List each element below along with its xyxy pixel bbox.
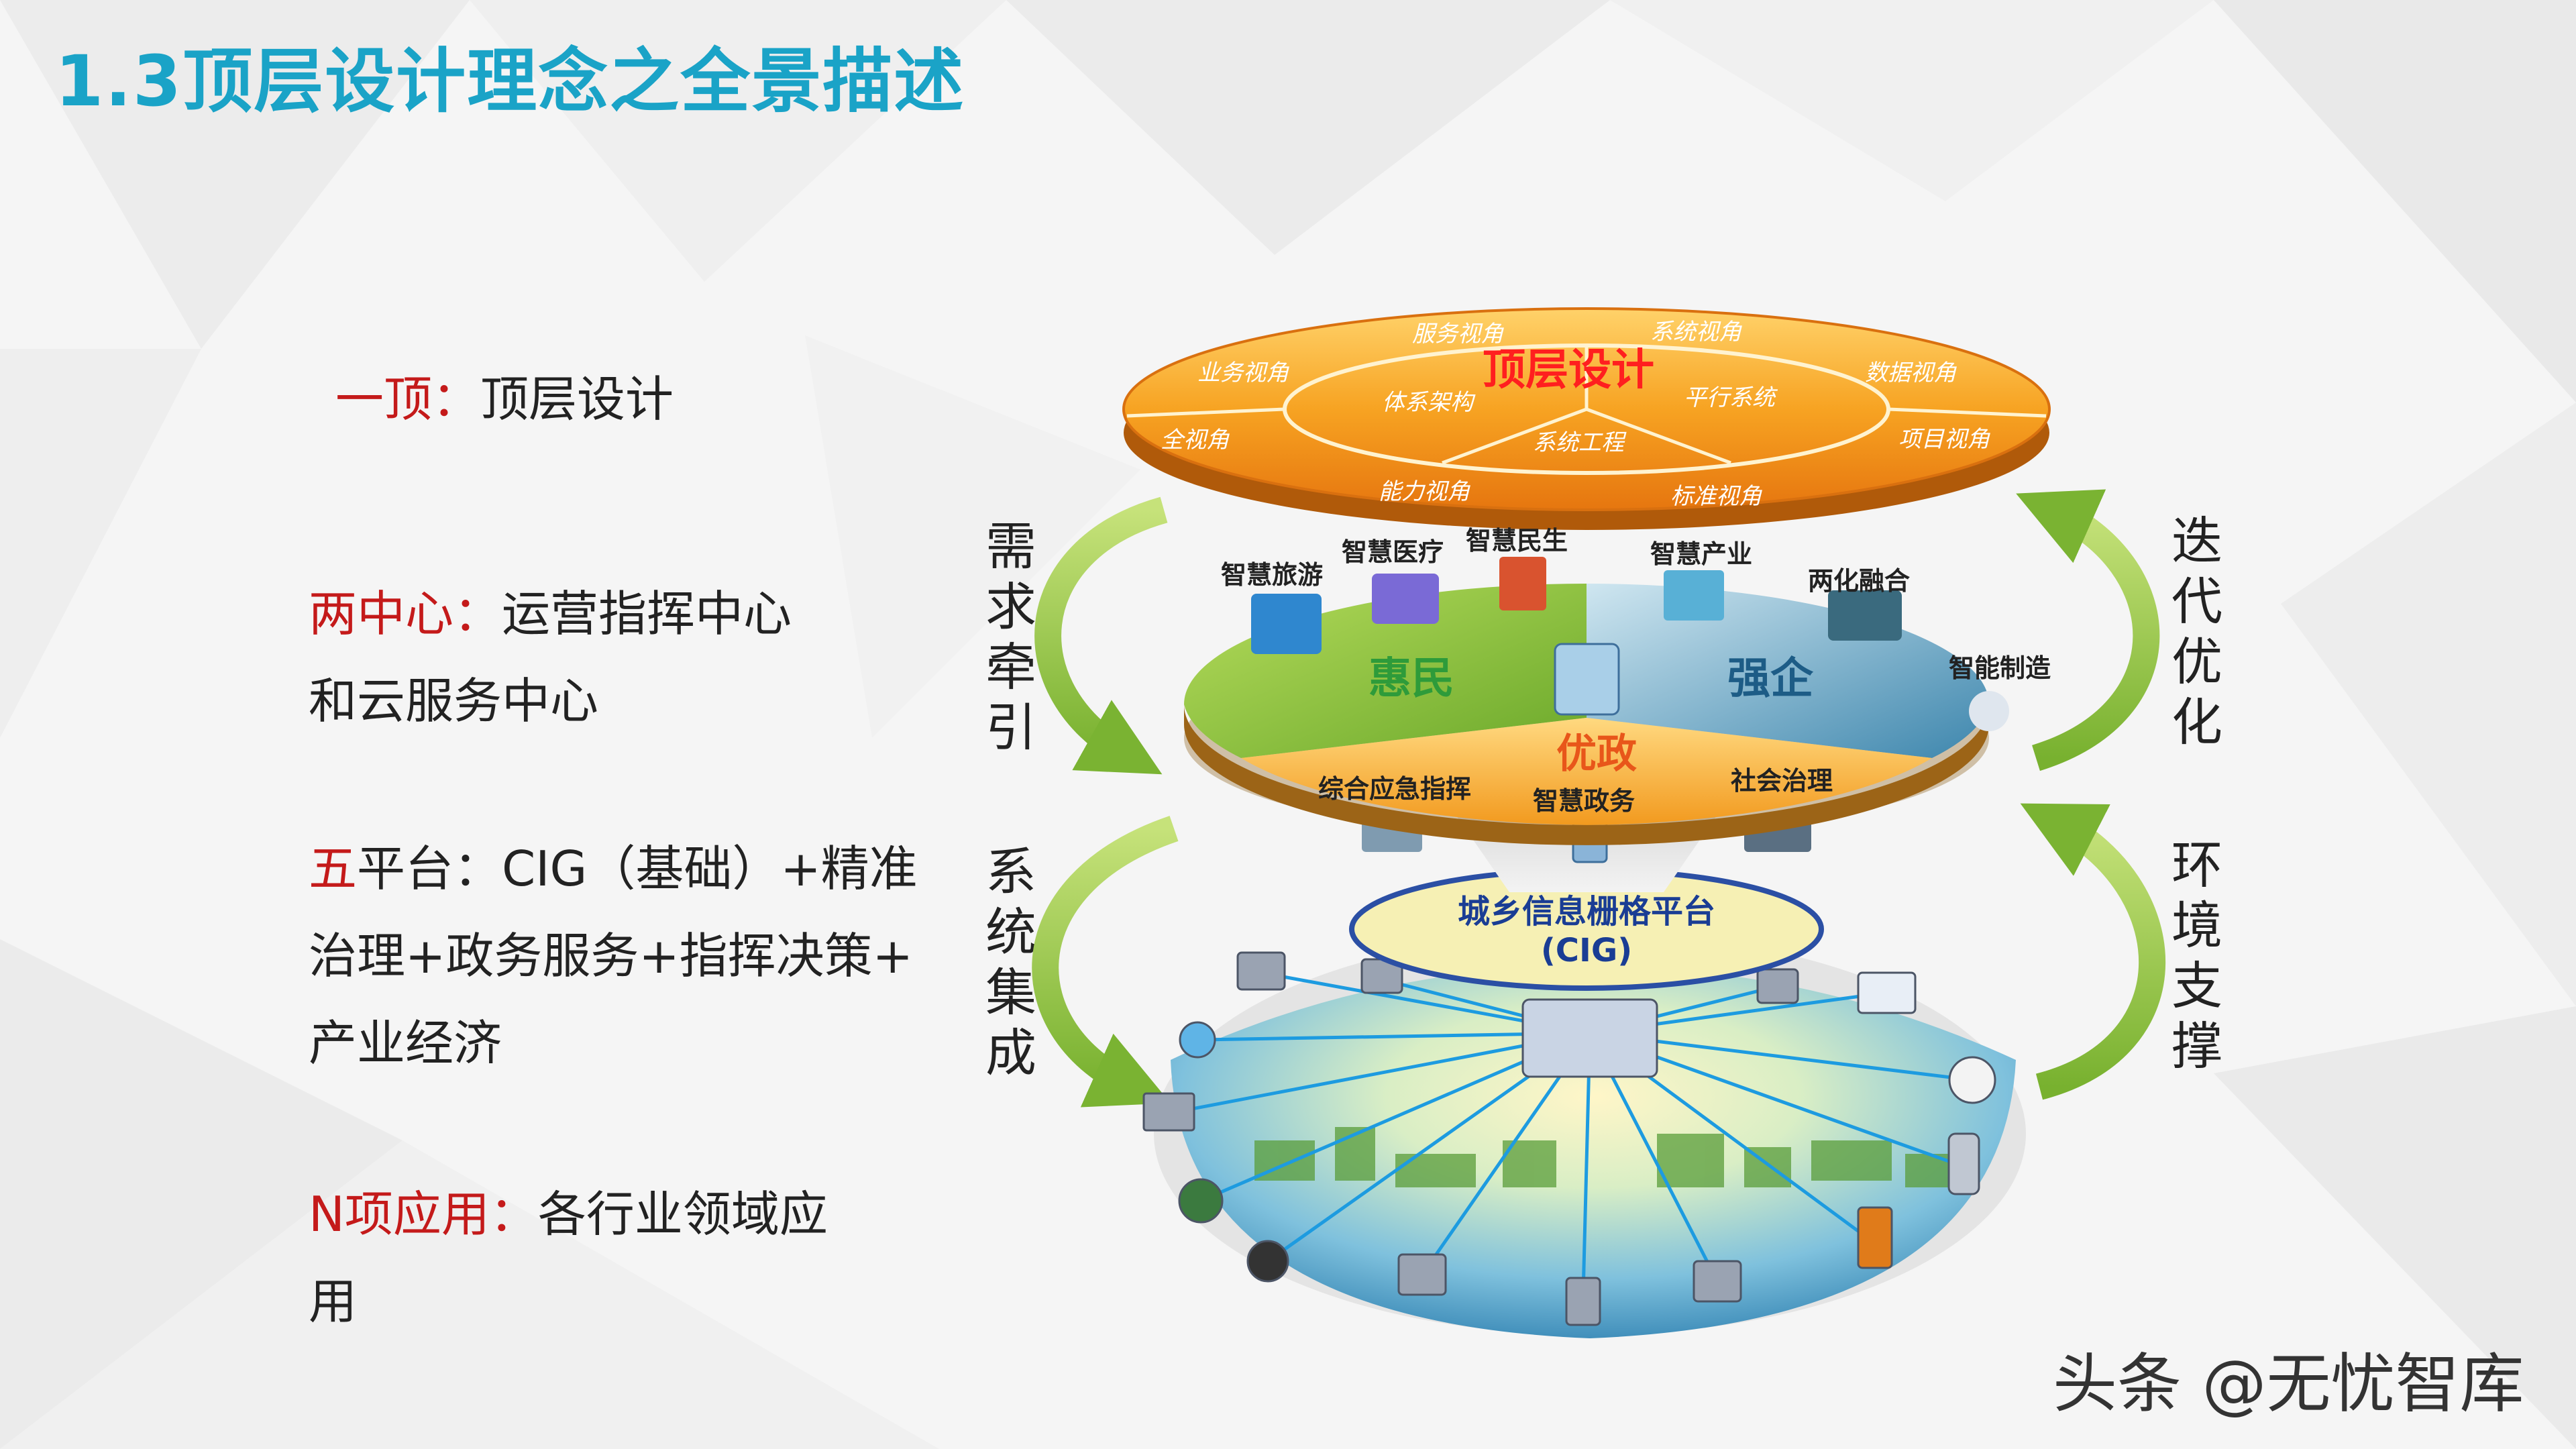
item-top-design-key: 一顶： (335, 371, 481, 427)
top-disc-outer-1: 系统视角 (1650, 319, 1741, 345)
app-livelihood: 智慧民生 (1466, 526, 1568, 555)
mid-disc-left-label: 惠民 (1368, 654, 1454, 704)
app-tourism: 智慧旅游 (1221, 560, 1324, 590)
top-disc-center-label: 顶层设计 (1483, 345, 1654, 395)
mid-disc-right-label: 强企 (1727, 654, 1813, 704)
app-social-governance: 社会治理 (1731, 766, 1833, 796)
integration-icon (1828, 590, 1902, 641)
mid-disc-front-label: 优政 (1556, 731, 1637, 777)
label-system-integration: 系统集成 (985, 842, 1036, 1083)
top-disc-dividers (1126, 345, 2047, 465)
medical-icon (1372, 574, 1439, 624)
item-five-platforms-value-1: 平台：CIG（基础）+精准 (357, 841, 918, 897)
item-two-centers-value-2: 和云服务中心 (309, 673, 599, 729)
top-disc-outer-3: 项目视角 (1898, 426, 1990, 453)
page-title: 1.3顶层设计理念之全景描述 (55, 40, 965, 122)
item-top-design: 一顶：顶层设计 (335, 356, 674, 443)
mid-disc-edge (1184, 704, 1989, 845)
item-top-design-value: 顶层设计 (480, 371, 674, 427)
app-emergency: 综合应急指挥 (1318, 774, 1472, 804)
top-disc-inner-right: 平行系统 (1684, 384, 1775, 411)
center-building-icon (1554, 643, 1620, 716)
app-integration: 两化融合 (1808, 566, 1911, 596)
item-n-apps-value-2: 用 (309, 1273, 358, 1330)
item-n-apps: N项应用：各行业领域应 用 (309, 1171, 828, 1345)
top-disc-outer-5: 能力视角 (1379, 478, 1470, 505)
mid-disc-youzheng (1241, 718, 1932, 825)
cig-platform-line2: (CIG) (1540, 932, 1633, 969)
item-five-platforms-value-3: 产业经济 (309, 1015, 502, 1071)
item-two-centers-key: 两中心： (309, 586, 502, 642)
top-disc-outer-6: 全视角 (1161, 427, 1229, 453)
cig-platform-line1: 城乡信息栅格平台 (1457, 893, 1715, 930)
watermark: 头条 @无忧智库 (2053, 1346, 2524, 1421)
industry-icon (1664, 570, 1724, 621)
item-n-apps-value-1: 各行业领域应 (537, 1186, 828, 1242)
top-disc-outer-7: 业务视角 (1197, 360, 1289, 386)
item-five-platforms-key: 五 (309, 841, 358, 897)
label-iterative-optimization: 迭代优化 (2171, 511, 2222, 752)
device-nodes (1142, 951, 1996, 1326)
label-demand-driven: 需求牵引 (985, 517, 1036, 757)
top-disc-outer-4: 标准视角 (1670, 483, 1762, 510)
livelihood-icon (1499, 557, 1546, 610)
top-disc-outer-2: 数据视角 (1865, 360, 1956, 386)
manufacturing-icon (1969, 691, 2009, 731)
item-two-centers: 两中心：运营指挥中心 和云服务中心 (309, 570, 792, 745)
item-two-centers-value-1: 运营指挥中心 (502, 586, 792, 642)
arrow-environment-support (2020, 803, 2165, 1100)
arrow-demand-driven (1034, 496, 1168, 775)
top-disc-outer-0: 服务视角 (1412, 321, 1503, 347)
app-industry: 智慧产业 (1650, 539, 1753, 569)
app-manufacturing: 智能制造 (1949, 653, 2051, 683)
arrow-system-integration (1032, 816, 1179, 1108)
tourism-icon (1251, 594, 1322, 654)
item-five-platforms: 五平台：CIG（基础）+精准 治理+政务服务+指挥决策+ 产业经济 (309, 825, 918, 1087)
top-disc-inner-left: 体系架构 (1382, 389, 1473, 416)
arrow-iterative-optimization (2016, 489, 2160, 771)
app-gov-service: 智慧政务 (1533, 786, 1635, 816)
item-five-platforms-value-2: 治理+政务服务+指挥决策+ (309, 928, 913, 984)
app-medical: 智慧医疗 (1342, 537, 1444, 567)
label-environment-support: 环境支撑 (2171, 835, 2222, 1076)
top-disc-inner-bottom: 系统工程 (1533, 429, 1624, 456)
cig-platform-label: 城乡信息栅格平台 (CIG) (1426, 892, 1748, 970)
item-n-apps-key: N项应用： (309, 1186, 538, 1242)
